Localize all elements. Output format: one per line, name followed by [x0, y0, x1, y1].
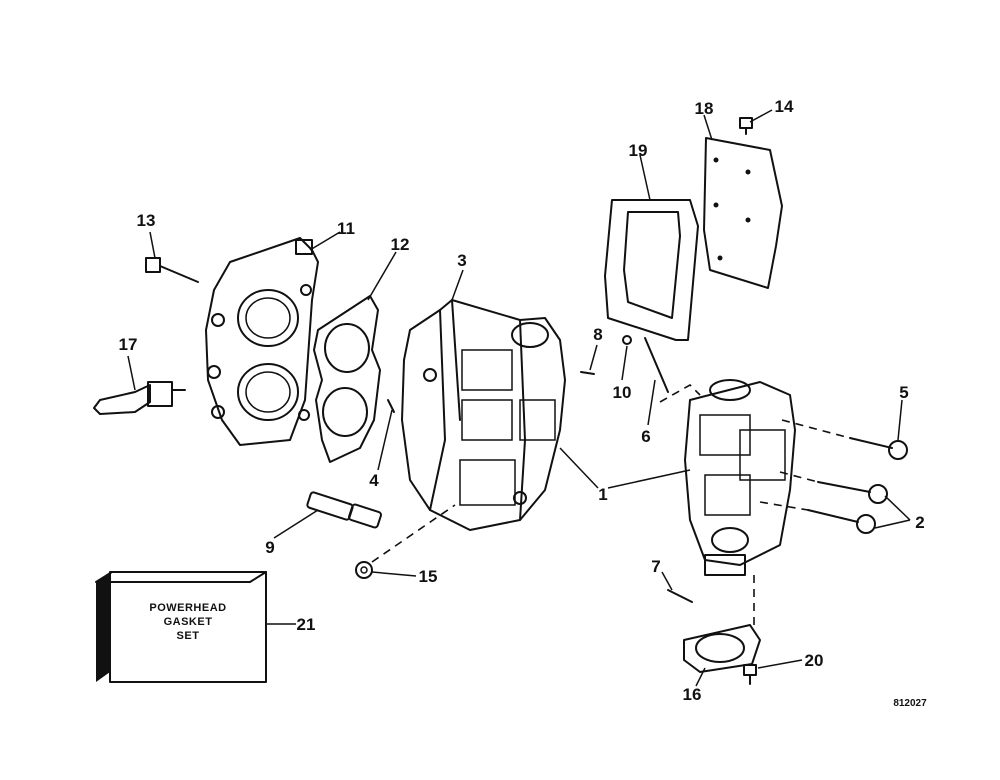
callout-17: 17: [119, 335, 138, 354]
part-7-pin: [667, 589, 693, 603]
part-10-washer: [622, 335, 632, 345]
part-8-screw: [580, 371, 595, 375]
callout-15: 15: [419, 567, 438, 586]
part-4-dowel-pin: [387, 399, 395, 413]
part-12-head-gasket: [313, 295, 381, 463]
callout-19: 19: [629, 141, 648, 160]
part-17-spark-plug: [93, 381, 186, 415]
callout-labels: 13 11 12 3 17 4 9 15 19 18 14 8 10 6 1 5…: [119, 97, 925, 704]
part-13-head-bolt: [145, 257, 199, 283]
gasket-set-line-1: POWERHEAD: [149, 602, 226, 614]
callout-5: 5: [899, 383, 908, 402]
gasket-set-line-2: GASKET: [164, 616, 213, 628]
part-21-gasket-set-box: POWERHEAD GASKET SET: [95, 571, 267, 683]
part-14-screw: [739, 117, 753, 135]
part-11-cylinder-head: [205, 237, 319, 446]
callout-18: 18: [695, 99, 714, 118]
part-20-screw: [743, 664, 757, 685]
alignment-lines: [371, 384, 851, 625]
part-5-bolt: [849, 437, 908, 460]
part-1-housing: [684, 379, 796, 576]
callout-21: 21: [297, 615, 316, 634]
part-15-plug: [355, 561, 373, 579]
leader-lines: [127, 109, 911, 687]
part-6-pin: [644, 337, 669, 393]
part-9-pins: [306, 491, 382, 529]
callout-3: 3: [457, 251, 466, 270]
part-3-cylinder-block: [401, 299, 566, 531]
callout-11: 11: [337, 219, 355, 238]
callout-8: 8: [593, 325, 602, 344]
callout-2: 2: [915, 513, 924, 532]
figure-code: 812027: [893, 698, 927, 709]
callout-1: 1: [598, 485, 607, 504]
callout-9: 9: [265, 538, 274, 557]
gasket-set-line-3: SET: [177, 630, 200, 642]
callout-4: 4: [369, 471, 379, 490]
callout-12: 12: [391, 235, 410, 254]
callout-7: 7: [651, 557, 660, 576]
part-18-cover-plate: [703, 137, 783, 289]
callout-10: 10: [613, 383, 632, 402]
callout-6: 6: [641, 427, 650, 446]
callout-14: 14: [775, 97, 794, 116]
callout-20: 20: [805, 651, 824, 670]
callout-16: 16: [683, 685, 702, 704]
callout-13: 13: [137, 211, 156, 230]
part-19-cover-gasket: [604, 199, 699, 341]
part-2-bolts: [807, 481, 888, 534]
